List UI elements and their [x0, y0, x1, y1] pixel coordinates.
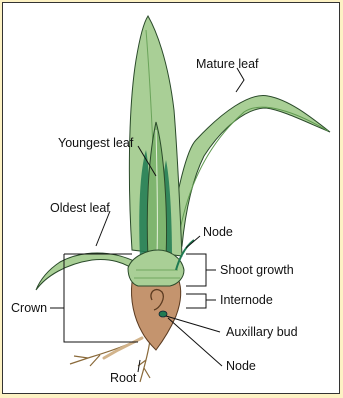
- label-root: Root: [110, 371, 137, 385]
- label-mature-leaf: Mature leaf: [196, 57, 259, 71]
- label-crown: Crown: [11, 301, 47, 315]
- shoot-growth-bracket: [186, 254, 216, 286]
- label-youngest-leaf: Youngest leaf: [58, 136, 134, 150]
- mature-leaf-shape: [168, 95, 330, 246]
- oldest-leaf-shape: [36, 253, 138, 290]
- internode-bracket: [186, 294, 216, 308]
- label-oldest-leaf: Oldest leaf: [50, 201, 110, 215]
- label-auxillary-bud: Auxillary bud: [226, 325, 298, 339]
- label-shoot-growth: Shoot growth: [220, 263, 294, 277]
- label-node-top: Node: [203, 225, 233, 239]
- label-internode: Internode: [220, 293, 273, 307]
- label-node-bottom: Node: [226, 359, 256, 373]
- crown-bracket: [64, 254, 138, 342]
